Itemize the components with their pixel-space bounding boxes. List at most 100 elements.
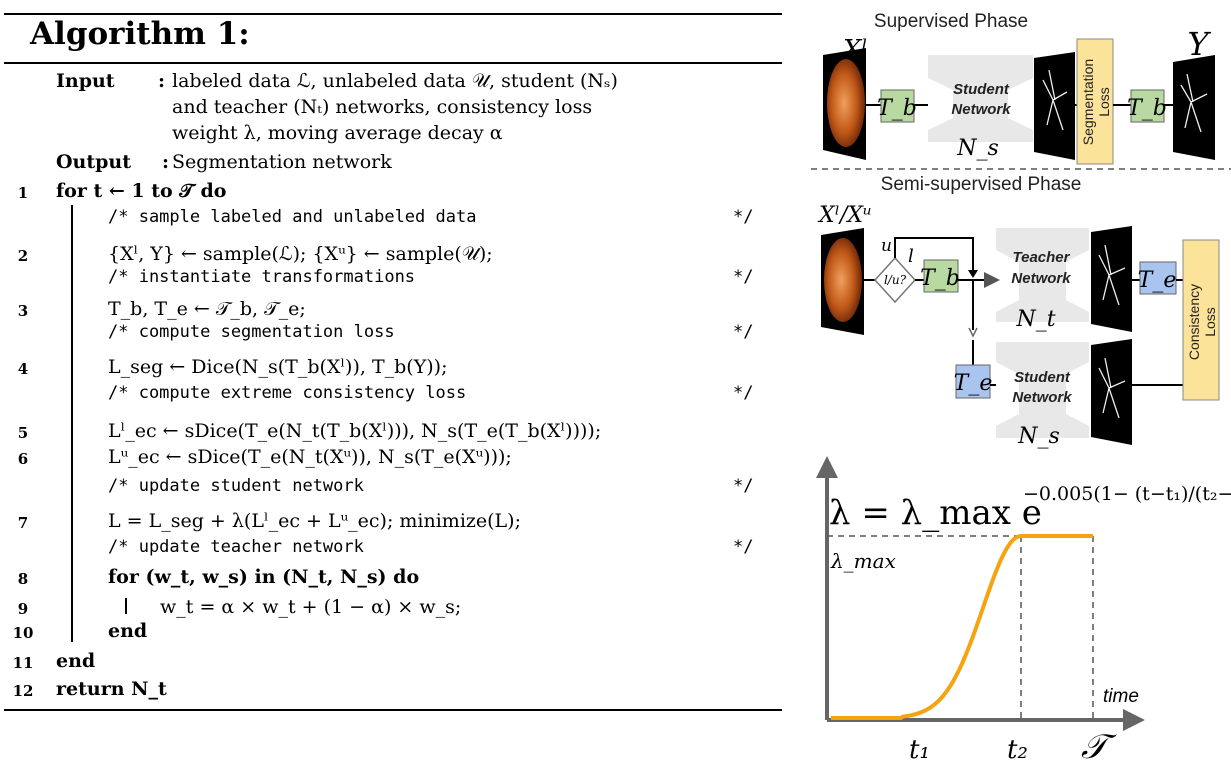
comment-end: */ [733,267,754,287]
line-number: 9 [17,600,29,618]
algorithm-comment: /* instantiate transformations [108,267,416,287]
comment-end: */ [733,476,754,496]
output-text: Segmentation network [172,151,392,173]
supervised-target-tb-box [1130,89,1165,123]
supervised-fundus-image [823,48,866,160]
student-network [996,342,1089,438]
algorithm-line: end [56,650,96,672]
algorithm-line: w_t = α × w_t + (1 − α) × w_s; [160,596,462,618]
consistency-loss-line1: Consistency [1186,284,1202,360]
supervised-network-line2: Network [951,101,1011,118]
line-number: 6 [17,450,29,468]
line-number: 12 [12,682,34,700]
supervised-prediction-image [1034,52,1075,160]
algorithm-line: L_seg ← Dice(N_s(T_b(Xˡ)), T_b(Y)); [108,356,448,378]
teacher-te-label: T_e [1138,268,1177,293]
ramp-curve [831,534,1093,720]
teacher-line2: Network [1011,270,1071,287]
algorithm-title-rule [4,62,782,64]
supervised-target-image [1173,55,1215,160]
student-line2: Network [1012,389,1072,406]
output-label: Output [56,151,132,173]
student-line1: Student [1014,369,1071,386]
consistency-loss-box [1182,239,1220,401]
consistency-loss-line2: Loss [1202,307,1218,337]
supervised-network-symbol: N_s [956,136,999,161]
comment-end: */ [733,207,754,227]
algorithm-line: for t ← 1 to 𝒯 do [56,180,227,202]
algorithm-comment: /* sample labeled and unlabeled data [108,207,477,227]
segmentation-loss-line1: Segmentation [1080,59,1096,145]
semi-fundus-image [821,228,864,335]
algorithm-line: T_b, T_e ← 𝒯_b, 𝒯_e; [108,298,306,320]
teacher-network [996,228,1089,322]
algorithm-comment: /* compute extreme consistency loss [108,383,467,403]
for-loop-bar [71,205,73,642]
algorithm-line: for (w_t, w_s) in (N_t, N_s) do [108,566,420,588]
line-number: 10 [12,624,34,642]
algorithm-comment: /* compute segmentation loss [108,322,395,342]
student-symbol: N_s [1017,424,1060,449]
input-label: Input [56,70,115,92]
comment-end: */ [733,537,754,557]
supervised-title: Supervised Phase [874,11,1028,32]
inner-loop-bar [125,598,127,614]
t1-label: t₁ [909,735,930,765]
ramp-formula-main: λ = λ_max e [829,493,1042,533]
comment-end: */ [733,322,754,342]
teacher-te-box [1139,261,1177,295]
algorithm-line: {Xˡ, Y} ← sample(ℒ); {Xᵘ} ← sample(𝒰); [108,243,493,265]
u-branch-line [894,237,974,275]
line-number: 8 [17,570,29,588]
branch-l-label: l [908,246,914,267]
student-prediction-image [1091,339,1132,445]
algorithm-comment: /* update teacher network [108,537,364,557]
line-number: 4 [17,360,29,378]
segmentation-loss-box [1076,38,1114,165]
algorithm-comment: /* update student network [108,476,364,496]
supervised-target-tb-label: T_b [1127,96,1167,121]
algorithm-title: Algorithm 1: [30,16,250,52]
algorithm-line: return N_t [56,678,167,700]
line-number: 5 [17,424,29,442]
branch-u-label: u [881,236,892,256]
line-number: 2 [17,247,29,265]
student-te-box [955,364,991,399]
algorithm-top-rule [4,13,782,15]
semi-tb-box [923,259,959,293]
ramp-formula-exponent: −0.005(1− (t−t₁)/(t₂−t₁))² [1023,483,1231,505]
ramp-chart: λ = λ_max e −0.005(1− (t−t₁)/(t₂−t₁))² λ… [816,456,1231,767]
semi-tb-label: T_b [920,266,960,291]
supervised-tb-label: T_b [877,96,917,121]
semi-input-label: Xˡ/Xᵘ [817,203,872,228]
algorithm-line: end [108,620,148,642]
teacher-symbol: N_t [1015,307,1055,332]
algorithm-line: Lᵘ_ec ← sDice(T_e(N_t(Xᵘ)), N_s(T_e(Xᵘ))… [108,446,512,468]
decision-label: l/u? [884,273,907,287]
diagram: Supervised Phase Xˡ T_b Student Network … [811,11,1231,767]
output-colon: : [162,151,170,173]
time-label: time [1103,686,1139,707]
teacher-line1: Teacher [1013,249,1071,266]
student-te-label: T_e [954,371,993,396]
input-line-1: labeled data ℒ, unlabeled data 𝒰, studen… [172,70,618,92]
line-number: 3 [17,302,29,320]
input-line-3: weight λ, moving average decay α [172,122,503,144]
segmentation-loss-line2: Loss [1096,87,1112,117]
algorithm-bottom-rule [4,709,782,711]
supervised-student-network [928,55,1033,142]
input-line-2: and teacher (Nₜ) networks, consistency l… [172,96,593,118]
line-number: 7 [17,514,29,532]
line-number: 11 [12,654,34,672]
line-number: 1 [17,184,29,202]
T-label: 𝒯 [1081,727,1117,767]
algorithm-line: L = L_seg + λ(Lˡ_ec + Lᵘ_ec); minimize(L… [108,510,521,532]
input-colon: : [158,70,166,92]
comment-end: */ [733,383,754,403]
lambda-max-label: λ_max [830,549,896,573]
supervised-network-line1: Student [953,81,1010,98]
teacher-prediction-image [1091,226,1132,332]
decision-diamond [873,256,917,304]
algorithm-line: Lˡ_ec ← sDice(T_e(N_t(T_b(Xˡ))), N_s(T_e… [108,420,602,442]
t2-label: t₂ [1007,735,1028,765]
